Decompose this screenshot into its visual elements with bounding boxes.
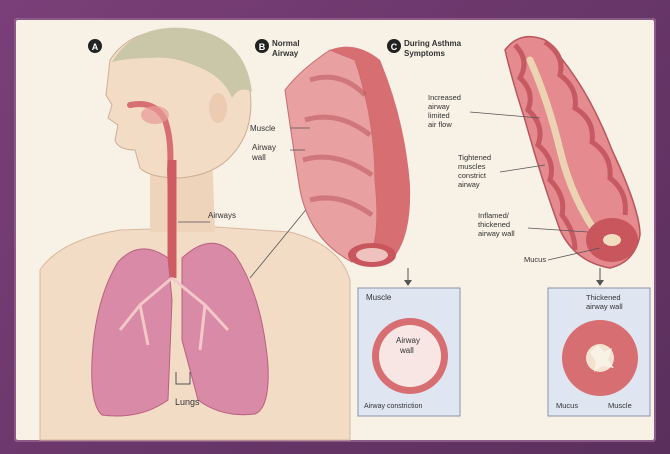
airway-wall-b-label-2: wall	[251, 153, 266, 162]
c-inset-arrowhead	[596, 280, 604, 286]
airways-label: Airways	[208, 211, 236, 220]
inset-c-thick-label-2: airway wall	[586, 302, 623, 311]
nasal-cavity	[141, 106, 169, 124]
asthma-airway-lumen	[603, 234, 621, 246]
inset-b-wall-label-2: wall	[399, 346, 414, 355]
mucus-c-label-1: Increased	[428, 93, 461, 102]
airway-wall-b-label-1: Airway	[252, 143, 276, 152]
panel-c-letter: C	[391, 42, 398, 52]
mucus-label: Mucus	[524, 255, 546, 264]
panel-b-title-1: Normal	[272, 39, 300, 48]
muscle-b-label: Muscle	[250, 124, 276, 133]
ear	[209, 93, 227, 123]
tightened-label-3: constrict	[458, 171, 487, 180]
mucus-c-label-3: limited	[428, 111, 450, 120]
lungs-label: Lungs	[175, 397, 200, 407]
inset-c-muscle-label: Muscle	[608, 401, 632, 410]
inflamed-label-2: thickened	[478, 220, 510, 229]
tightened-label-1: Tightened	[458, 153, 491, 162]
normal-airway-lumen	[356, 248, 388, 262]
mucus-c-label-4: air flow	[428, 120, 452, 129]
mucus-c-label-2: airway	[428, 102, 450, 111]
panel-c-title-2: Symptoms	[404, 49, 445, 58]
inset-b-wall-label-1: Airway	[396, 336, 420, 345]
tightened-leader	[500, 165, 545, 172]
panel-b-title-2: Airway	[272, 49, 299, 58]
normal-inset-lumen	[379, 325, 441, 387]
panel-b-letter: B	[259, 42, 266, 52]
inset-c-mucus-label: Mucus	[556, 401, 578, 410]
panel-a-letter: A	[92, 42, 99, 52]
inflamed-label-1: Inflamed/	[478, 211, 510, 220]
tightened-label-2: muscles	[458, 162, 486, 171]
tightened-label-4: airway	[458, 180, 480, 189]
inset-b-caption: Airway constriction	[364, 403, 422, 410]
inflamed-label-3: airway wall	[478, 229, 515, 238]
b-inset-arrowhead	[404, 280, 412, 286]
inset-c-thick-label-1: Thickened	[586, 293, 621, 302]
inset-b-muscle-label: Muscle	[366, 293, 392, 302]
panel-c-title-1: During Asthma	[404, 39, 462, 48]
